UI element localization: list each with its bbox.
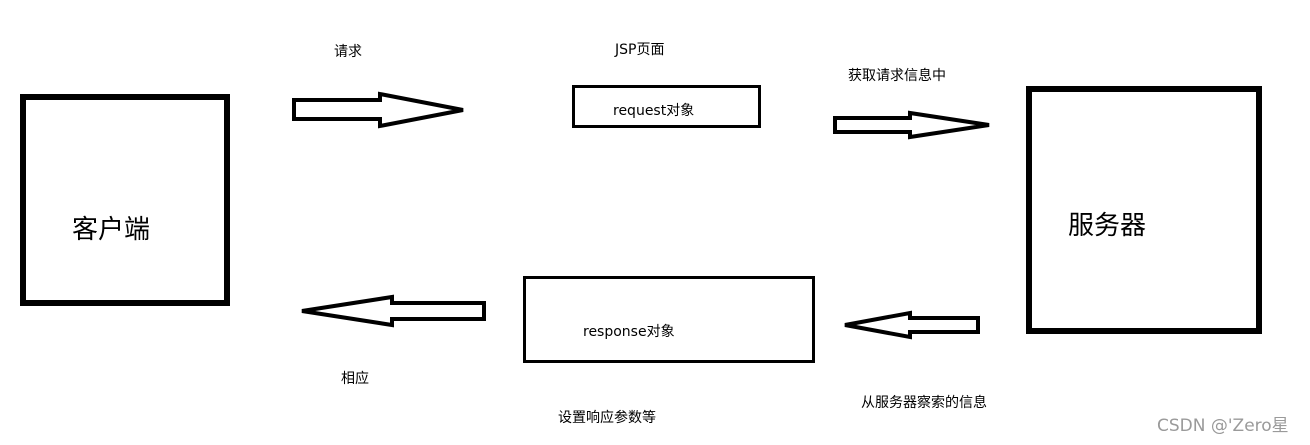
client-box bbox=[20, 94, 230, 306]
get-request-info-label: 获取请求信息中 bbox=[848, 68, 946, 84]
request-arrow bbox=[292, 91, 464, 129]
reply-arrow bbox=[301, 294, 486, 328]
set-response-params-label: 设置响应参数等 bbox=[558, 410, 656, 426]
request-object-label: request对象 bbox=[613, 103, 695, 119]
response-object-label: response对象 bbox=[583, 324, 675, 340]
watermark: CSDN @'Zero星 bbox=[1157, 416, 1289, 436]
server-label: 服务器 bbox=[1068, 211, 1147, 241]
jsp-page-label: JSP页面 bbox=[615, 42, 665, 58]
request-object-box bbox=[572, 85, 761, 128]
request-label: 请求 bbox=[334, 44, 362, 60]
server-box bbox=[1026, 86, 1262, 334]
client-label: 客户端 bbox=[72, 215, 151, 245]
response-return-arrow bbox=[844, 310, 980, 340]
info-from-server-label: 从服务器察索的信息 bbox=[861, 395, 987, 411]
response-object-box bbox=[523, 276, 815, 363]
reply-label: 相应 bbox=[341, 371, 369, 387]
get-info-arrow bbox=[833, 110, 990, 140]
